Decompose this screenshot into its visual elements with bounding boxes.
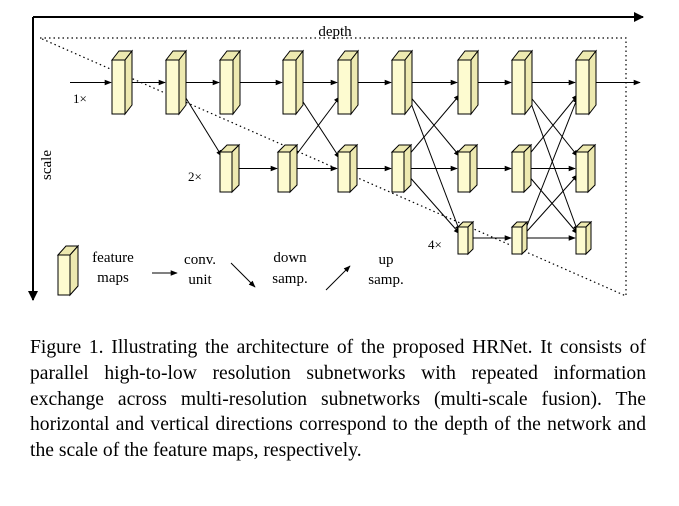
feature-map-1x [281, 49, 305, 116]
legend-feature-map-icon [56, 244, 80, 297]
down-sampling-arrow [527, 174, 579, 235]
feature-map-4x [574, 220, 593, 256]
legend-conv-unit-line1: conv. [184, 252, 216, 268]
legend-down-arrow [230, 262, 256, 288]
down-sampling-arrow [528, 96, 579, 233]
feature-map-1x [218, 49, 242, 116]
scale-axis-label: scale [39, 150, 55, 180]
row-label-4x: 4× [428, 237, 442, 252]
feature-map-2x [218, 143, 241, 194]
feature-map-2x [574, 143, 597, 194]
figure-caption: Figure 1. Illustrating the architecture … [30, 335, 646, 464]
legend-feature-map-block [56, 244, 80, 297]
feature-map-1x [456, 49, 480, 116]
legend-up-sampling-line2: samp. [368, 272, 403, 288]
up-sampling-arrow [407, 93, 461, 157]
caption-label: Figure 1. [30, 337, 104, 358]
feature-map-2x [276, 143, 299, 194]
legend-up-sampling-line1: up [379, 252, 394, 268]
feature-map-2x [510, 143, 533, 194]
feature-map-1x [390, 49, 414, 116]
down-sampling-arrow [182, 92, 223, 158]
up-sampling-arrow [524, 95, 579, 233]
feature-map-1x [336, 49, 360, 116]
legend-conv-unit-line2: unit [188, 272, 212, 288]
feature-map-2x [336, 143, 359, 194]
feature-map-1x [110, 49, 134, 116]
depth-axis-label: depth [318, 24, 352, 40]
feature-map-2x [390, 143, 413, 194]
feature-map-2x [456, 143, 479, 194]
down-sampling-arrow [408, 96, 461, 233]
legend: feature maps conv. unit down samp. up sa… [56, 244, 404, 297]
down-sampling-arrow [299, 96, 341, 160]
up-sampling-arrow [524, 173, 579, 235]
network-boundary-dotted [39, 37, 627, 297]
up-sampling-arrow [527, 93, 579, 157]
down-sampling-arrow [407, 174, 461, 235]
feature-map-4x [456, 220, 475, 256]
row-label-1x: 1× [73, 91, 87, 106]
feature-map-1x [164, 49, 188, 116]
up-sampling-arrow [293, 95, 341, 159]
legend-feature-maps-line2: maps [97, 270, 129, 286]
legend-feature-maps-line1: feature [92, 250, 134, 266]
legend-up-arrow [325, 265, 351, 291]
feature-map-4x [510, 220, 529, 256]
feature-maps-layer [110, 49, 598, 256]
caption-text: Illustrating the architecture of the pro… [30, 337, 647, 462]
feature-map-1x [574, 49, 598, 116]
row-label-2x: 2× [188, 169, 202, 184]
feature-map-1x [510, 49, 534, 116]
hrnet-architecture-diagram: depth scale 1× 2× 4× feature maps conv. … [28, 12, 644, 301]
legend-down-sampling-line1: down [273, 250, 307, 266]
legend-down-sampling-line2: samp. [272, 271, 307, 287]
connections-layer [70, 79, 641, 241]
